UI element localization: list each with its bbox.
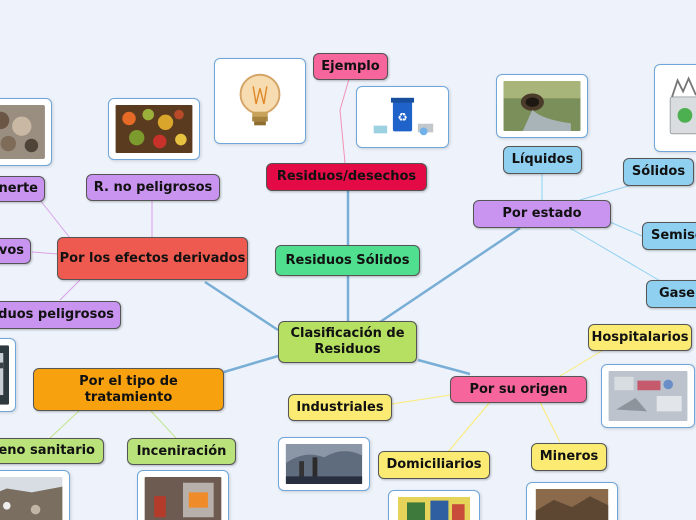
activos-node[interactable]: vos [0, 238, 31, 264]
recycling-container-icon [661, 73, 696, 143]
link-central-origen [417, 358, 471, 376]
por-tratamiento-node[interactable]: Por el tipo de tratamiento [33, 368, 224, 411]
no-peligrosos-node[interactable]: R. no peligrosos [86, 174, 220, 201]
medical-waste-icon [608, 371, 688, 421]
solid-waste-image [654, 64, 696, 152]
hospital-waste-image [601, 364, 695, 428]
relleno-sanitario-node[interactable]: eno sanitario [0, 438, 104, 464]
factory-smoke-icon [285, 444, 363, 484]
semisolidos-node[interactable]: Semiso [642, 222, 696, 250]
mining-waste-image [526, 482, 618, 520]
industrial-waste-image [278, 437, 370, 491]
landfill-image [0, 470, 70, 520]
lightbulb-icon [221, 65, 299, 137]
recycle-bin-image: ♻ [356, 86, 449, 148]
link-central-efectos [204, 280, 279, 332]
residuos-solidos-node[interactable]: Residuos Sólidos [275, 245, 420, 276]
inerte-node[interactable]: nerte [0, 176, 45, 202]
liquid-waste-image [496, 74, 588, 138]
landfill-icon [0, 477, 63, 520]
incineracion-node[interactable]: Inceniración [127, 438, 236, 465]
domiciliarios-node[interactable]: Domiciliarios [378, 451, 490, 479]
organic-waste-image [108, 98, 200, 160]
ejemplo-node[interactable]: Ejemplo [313, 53, 388, 80]
por-estado-node[interactable]: Por estado [473, 200, 611, 228]
central-node[interactable]: Clasificación de Residuos [278, 321, 417, 363]
incinerator-icon [144, 477, 222, 520]
link-central-tratamiento [223, 354, 279, 374]
por-efectos-node[interactable]: Por los efectos derivados [57, 237, 248, 280]
rubble-icon [0, 105, 45, 159]
liquidos-node[interactable]: Líquidos [503, 146, 582, 174]
por-origen-node[interactable]: Por su origen [450, 376, 587, 403]
toxic-barrel-icon [0, 345, 9, 405]
gaseosos-node[interactable]: Gase [646, 280, 696, 308]
dangerous-waste-image [0, 338, 16, 412]
drain-pipe-icon [503, 81, 581, 131]
link-central-estado [379, 226, 521, 324]
peligrosos-node[interactable]: duos peligrosos [0, 301, 121, 329]
svg-text:♻: ♻ [397, 110, 407, 124]
inert-waste-image [0, 98, 52, 166]
mining-icon [535, 489, 609, 520]
incinerator-image [137, 470, 229, 520]
mineros-node[interactable]: Mineros [531, 443, 607, 471]
hospitalarios-node[interactable]: Hospitalarios [588, 324, 692, 351]
solidos-node[interactable]: Sólidos [623, 158, 694, 186]
residuos-desechos-node[interactable]: Residuos/desechos [266, 163, 427, 191]
recycle-bin-icon: ♻ [364, 93, 441, 141]
industriales-node[interactable]: Industriales [288, 394, 392, 421]
domestic-waste-image [388, 490, 480, 520]
household-waste-icon [398, 497, 470, 520]
lightbulb-image [214, 58, 306, 144]
organic-waste-icon [115, 105, 193, 153]
